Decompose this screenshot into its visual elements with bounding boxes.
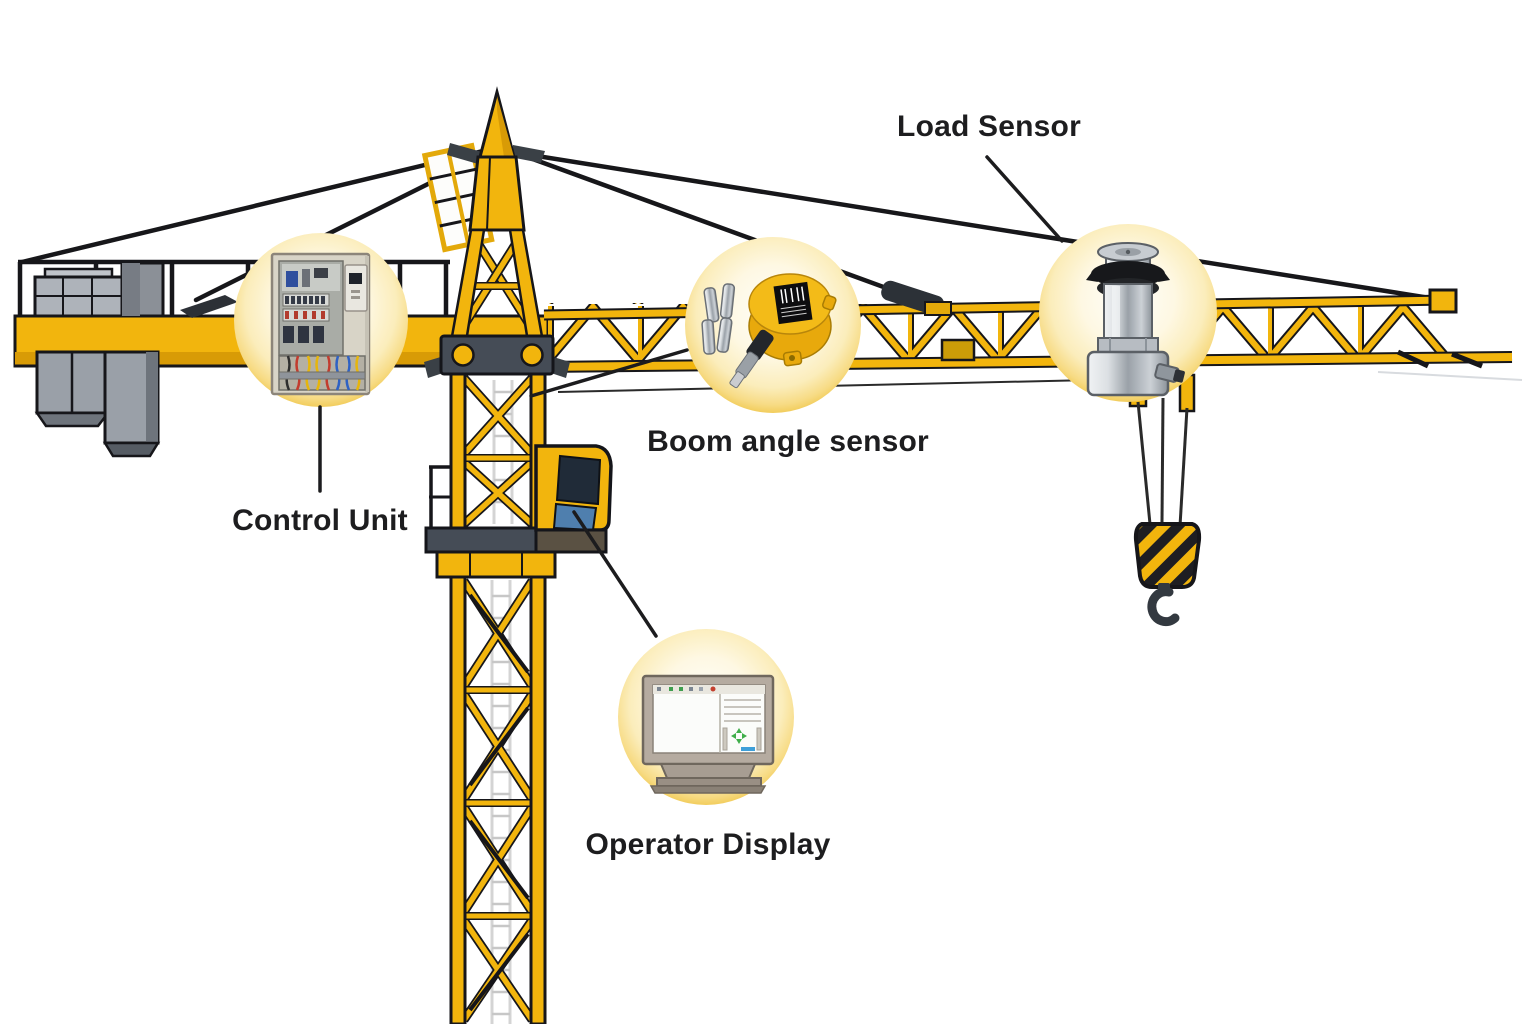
boom-angle-sensor-image: [701, 273, 837, 389]
callout-circle-control-unit: [234, 233, 408, 407]
cab-base: [534, 528, 608, 554]
counterweight-blocks-top: [33, 261, 165, 318]
cab-window-lower: [552, 502, 598, 532]
tie-cable-right-far: [509, 149, 1439, 302]
tie-cable-left-far: [19, 147, 490, 265]
callout-circle-boom-angle-sensor: [685, 237, 861, 413]
sensor-pins: [701, 283, 736, 355]
vfd-drive: [344, 264, 368, 312]
load-cell-image: [1086, 242, 1185, 397]
mast-bracing: [452, 374, 544, 1023]
leader-operator-display: [572, 510, 658, 638]
mast-ladder: [490, 380, 514, 1024]
hoist-rope: [557, 378, 1137, 393]
control-cabinet-image: [270, 252, 371, 396]
callout-circle-load-sensor: [1039, 224, 1217, 402]
jib-equipment-box: [940, 338, 976, 362]
screen-toolbar-icons: [657, 686, 716, 692]
mast-platform: [424, 465, 564, 579]
leader-load-sensor: [985, 155, 1064, 243]
screen-jog-arrows: [731, 728, 747, 744]
sensor-connector: [746, 329, 774, 361]
hook-cables: [1136, 397, 1189, 527]
label-load-sensor: Load Sensor: [897, 110, 1081, 143]
label-boom-angle-sensor: Boom angle sensor: [647, 425, 929, 458]
display-screen: [652, 684, 766, 754]
operator-cab: [534, 444, 613, 554]
tower-apex: [421, 86, 545, 344]
counterweight-slabs-bottom: [34, 350, 161, 458]
slewing-unit: [424, 334, 570, 378]
jib-tip-block: [1428, 288, 1458, 314]
counter-jib-tie-anchor: [180, 295, 238, 318]
label-operator-display: Operator Display: [585, 828, 831, 861]
screen-form-rows: [724, 699, 761, 722]
cab-window-upper: [555, 454, 602, 506]
tower-mast: [424, 334, 570, 1024]
label-control-unit: Control Unit: [232, 504, 408, 537]
sensor-label: [773, 281, 813, 325]
leader-boom-angle-sensor: [529, 348, 689, 398]
hook-block: [1133, 522, 1202, 627]
callout-circle-operator-display: [618, 629, 794, 805]
crane-hook: [1147, 587, 1180, 627]
operator-display-image: [641, 674, 775, 794]
leader-lines: [318, 155, 1064, 638]
